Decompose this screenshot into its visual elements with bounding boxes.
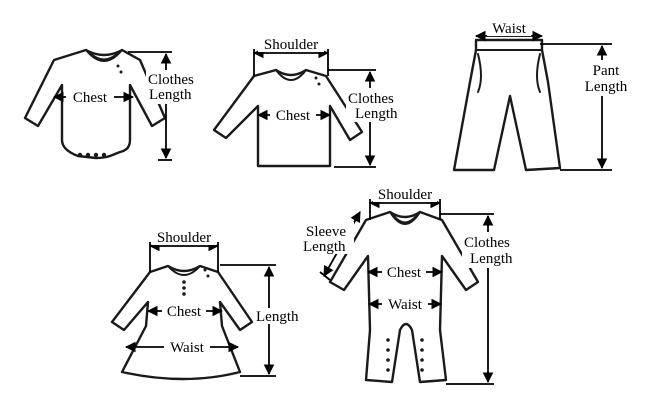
dress-shoulder-label: Shoulder [157,230,211,246]
jumpsuit-chest-label: Chest [387,265,422,281]
jumpsuit-length-label-2: Length [470,251,513,267]
pants-outline [452,38,562,172]
romper-length-label-2: Length [149,87,192,103]
dress-outline [110,264,254,381]
pants-garment [452,38,562,172]
pants-length-label-1: Pant [593,63,621,79]
romper-chest-label: Chest [73,90,108,106]
jumpsuit-length-label-1: Clothes [464,235,510,251]
pants-waist-label: Waist [492,21,527,37]
sweater-shoulder-label: Shoulder [264,37,318,53]
sweater-chest-label: Chest [276,108,311,124]
jumpsuit-sleeve-label-1: Sleeve [306,224,346,240]
dress-waist-label: Waist [170,340,205,356]
sweater-length-label-2: Length [355,106,398,122]
sweater-length-label-1: Clothes [348,91,394,107]
jumpsuit-waist-label: Waist [388,297,423,313]
dress-length-label: Length [256,309,299,325]
jumpsuit-sleeve-label-2: Length [303,239,346,255]
jumpsuit-shoulder-label: Shoulder [378,187,432,203]
pants-length-label-2: Length [585,79,628,95]
dress-chest-label: Chest [167,304,202,320]
dress-garment [110,264,254,381]
romper-length-label-1: Clothes [148,72,194,88]
